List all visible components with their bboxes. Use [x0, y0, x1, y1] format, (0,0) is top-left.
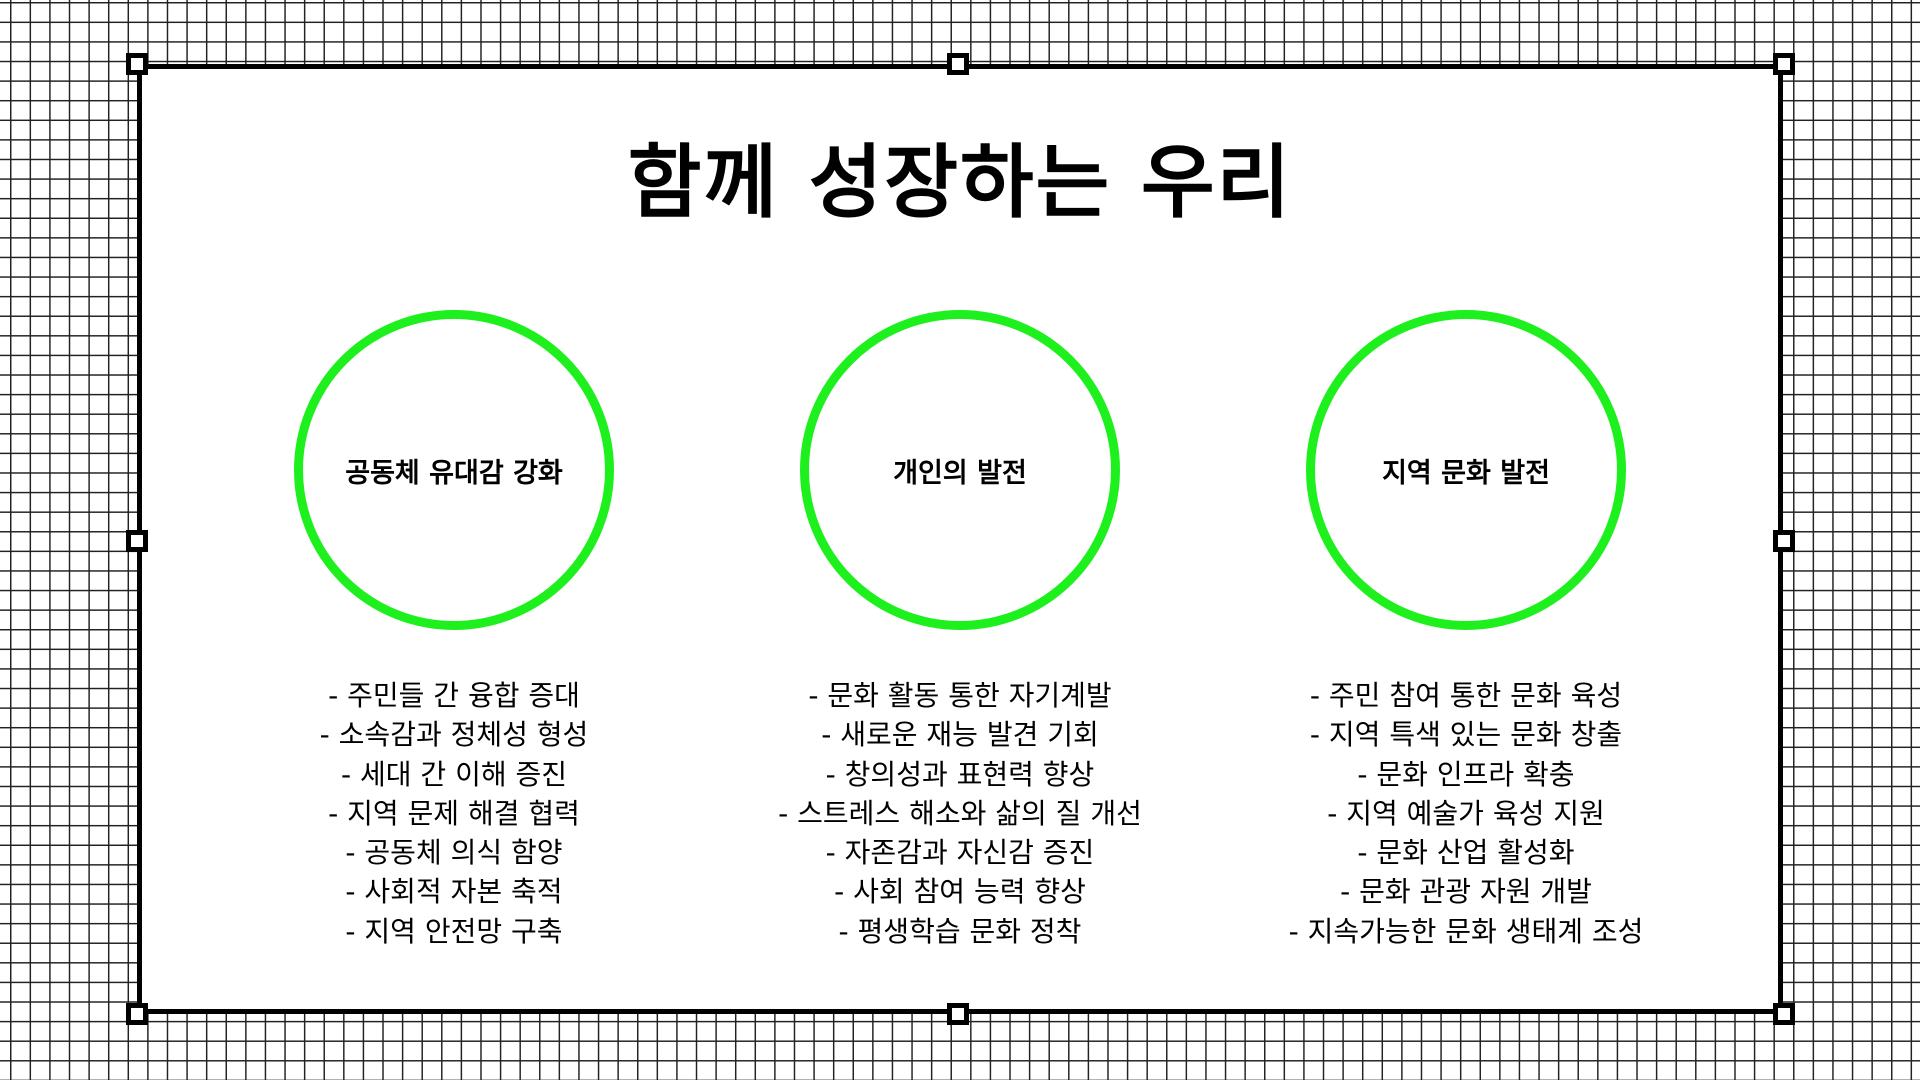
- resize-handle-top-center[interactable]: [947, 53, 969, 75]
- list-item: - 새로운 재능 발견 기회: [821, 718, 1099, 752]
- list-item: - 지역 문제 해결 협력: [328, 796, 580, 830]
- pillar-circle: 개인의 발전: [800, 310, 1120, 630]
- bullet-list: - 문화 활동 통한 자기계발 - 새로운 재능 발견 기회 - 창의성과 표현…: [700, 676, 1220, 951]
- resize-handle-bottom-right[interactable]: [1773, 1003, 1795, 1025]
- pillar-label: 지역 문화 발전: [1382, 457, 1550, 489]
- slide-title: 함께 성장하는 우리: [627, 136, 1293, 229]
- list-item: - 문화 관광 자원 개발: [1340, 875, 1592, 909]
- list-item: - 세대 간 이해 증진: [340, 757, 568, 791]
- list-item: - 문화 활동 통한 자기계발: [808, 679, 1112, 712]
- list-item: - 사회적 자본 축적: [345, 875, 563, 909]
- list-item: - 창의성과 표현력 향상: [825, 757, 1095, 791]
- list-item: - 문화 산업 활성화: [1357, 836, 1575, 870]
- bullet-list: - 주민 참여 통한 문화 육성 - 지역 특색 있는 문화 창출 - 문화 인…: [1206, 676, 1726, 951]
- pillar-circle: 공동체 유대감 강화: [294, 310, 614, 630]
- bullet-list: - 주민들 간 융합 증대 - 소속감과 정체성 형성 - 세대 간 이해 증진…: [194, 676, 714, 951]
- list-item: - 지역 예술가 육성 지원: [1327, 796, 1605, 830]
- list-item: - 주민들 간 융합 증대: [328, 679, 580, 712]
- resize-handle-middle-left[interactable]: [126, 530, 148, 552]
- resize-handle-top-left[interactable]: [126, 53, 148, 75]
- resize-handle-top-right[interactable]: [1773, 53, 1795, 75]
- pillar-regional-culture: 지역 문화 발전 - 주민 참여 통한 문화 육성 - 지역 특색 있는 문화 …: [1206, 310, 1726, 951]
- pillar-circle: 지역 문화 발전: [1306, 310, 1626, 630]
- list-item: - 지역 안전망 구축: [345, 914, 563, 948]
- pillar-personal: 개인의 발전 - 문화 활동 통한 자기계발 - 새로운 재능 발견 기회 - …: [700, 310, 1220, 951]
- list-item: - 소속감과 정체성 형성: [319, 718, 589, 752]
- list-item: - 스트레스 해소와 삶의 질 개선: [778, 796, 1142, 830]
- list-item: - 평생학습 문화 정착: [838, 914, 1082, 948]
- list-item: - 자존감과 자신감 증진: [825, 836, 1095, 870]
- resize-handle-bottom-left[interactable]: [126, 1003, 148, 1025]
- list-item: - 지역 특색 있는 문화 창출: [1309, 718, 1623, 752]
- resize-handle-bottom-center[interactable]: [947, 1003, 969, 1025]
- list-item: - 공동체 의식 함양: [345, 836, 563, 870]
- list-item: - 문화 인프라 확충: [1357, 757, 1575, 791]
- list-item: - 지속가능한 문화 생태계 조성: [1288, 914, 1644, 948]
- list-item: - 주민 참여 통한 문화 육성: [1309, 679, 1623, 712]
- pillar-community: 공동체 유대감 강화 - 주민들 간 융합 증대 - 소속감과 정체성 형성 -…: [194, 310, 714, 951]
- pillar-label: 공동체 유대감 강화: [345, 457, 563, 489]
- list-item: - 사회 참여 능력 향상: [834, 875, 1086, 909]
- resize-handle-middle-right[interactable]: [1773, 530, 1795, 552]
- pillar-label: 개인의 발전: [893, 457, 1027, 489]
